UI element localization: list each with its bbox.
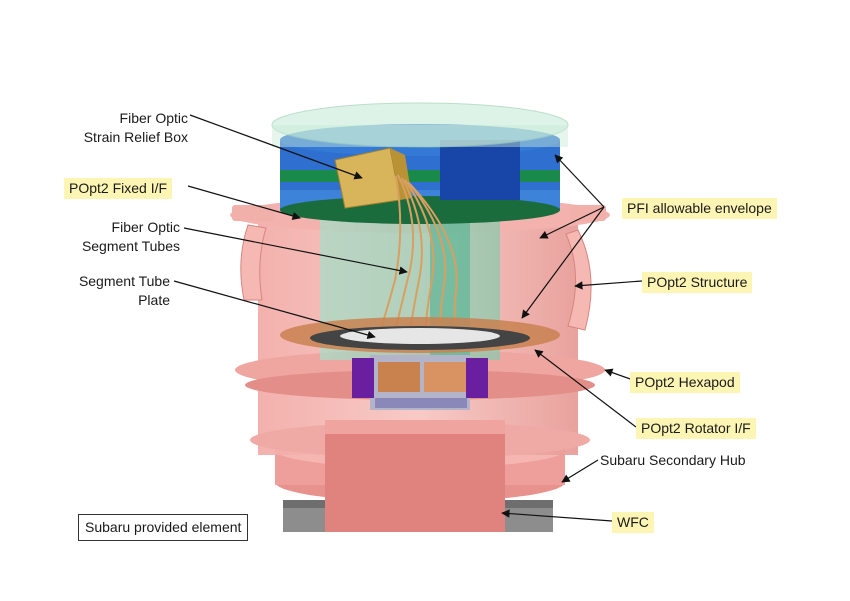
label-segment-tube-plate-line2: Plate (138, 292, 170, 308)
label-strain-relief-box-line1: Fiber Optic (119, 110, 188, 126)
label-segment-tube-plate-line1: Segment Tube (78, 273, 170, 289)
label-segment-tubes: Fiber Optic Segment Tubes (44, 218, 180, 256)
leader-lines (173, 114, 643, 522)
label-wfc: WFC (612, 512, 654, 533)
label-popt2-structure: POpt2 Structure (642, 272, 753, 293)
label-segment-tubes-line2: Segment Tubes (81, 238, 180, 254)
segment-tube-plate (280, 317, 560, 353)
label-segment-tube-plate: Segment Tube Plate (34, 272, 170, 310)
label-popt2-rotator-if: POpt2 Rotator I/F (636, 418, 756, 439)
legend-subaru-provided: Subaru provided element (78, 514, 249, 541)
central-column (325, 420, 505, 532)
label-strain-relief-box-line2: Strain Relief Box (83, 129, 188, 145)
label-popt2-fixed-if: POpt2 Fixed I/F (64, 178, 173, 199)
label-segment-tubes-line1: Fiber Optic (111, 219, 180, 235)
label-strain-relief-box: Fiber Optic Strain Relief Box (52, 109, 188, 147)
label-subaru-secondary-hub: Subaru Secondary Hub (600, 452, 746, 468)
label-pfi-envelope: PFI allowable envelope (622, 198, 777, 219)
label-popt2-hexapod: POpt2 Hexapod (630, 372, 740, 393)
fiber-positioner-block (352, 355, 488, 410)
